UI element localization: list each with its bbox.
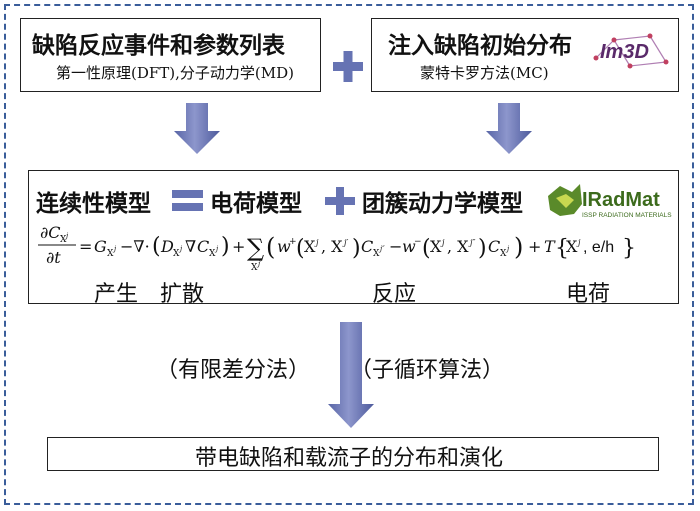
term-reaction-label: 反应 [372,282,417,307]
down-arrow-left-icon [174,103,220,154]
svg-text:w: w [277,237,291,256]
down-arrow-center-icon [328,322,374,428]
initial-distribution-title: 注入缺陷初始分布 [388,32,572,59]
svg-text:X: X [500,249,507,259]
svg-text:, X: , X [321,237,343,256]
svg-text:∇: ∇ [185,237,196,256]
initial-distribution-subtitle: 蒙特卡罗方法(MC) [420,64,549,82]
svg-text:j: j [64,232,69,240]
svg-text:D: D [160,237,174,256]
svg-text:X: X [251,263,258,273]
svg-text:−: − [389,237,402,256]
down-arrow-right-icon [486,103,532,154]
term-generation-label: 产生 [94,282,139,307]
svg-text:(: ( [152,234,161,259]
svg-text:∂C: ∂C [40,223,61,242]
svg-text:X: X [373,249,380,259]
svg-text:−: − [414,237,422,247]
plus-middle-icon [325,187,355,215]
svg-text:j: j [178,245,183,253]
svg-text:j: j [505,245,510,253]
svg-text:G: G [94,237,107,256]
svg-text:): ) [221,234,230,259]
svg-text:∂t: ∂t [46,248,61,267]
plus-icon [333,51,363,82]
iradmat-logo: IRadMat ISSP RADIATION MATERIALS [548,184,672,219]
svg-text:X: X [566,237,578,256]
svg-text:+: + [232,237,245,256]
svg-text:): ) [478,236,487,261]
reaction-params-box [20,18,321,92]
svg-text:}: } [622,236,636,261]
svg-text:+: + [528,237,541,256]
finite-difference-label: （有限差分法） [156,358,311,383]
svg-text:X: X [209,249,216,259]
svg-text:j′: j′ [256,260,262,268]
charge-model-label: 电荷模型 [210,190,302,217]
svg-text:w: w [402,237,416,256]
initial-distribution-box [371,18,679,92]
continuity-model-label: 连续性模型 [36,190,151,217]
svg-text:+: + [289,237,297,247]
svg-text:−∇·: −∇· [120,237,150,256]
svg-text:X: X [60,235,67,245]
svg-text:X: X [173,249,180,259]
svg-text:C: C [361,237,373,256]
svg-text:j″: j″ [468,238,475,247]
term-charge-label: 电荷 [566,282,611,307]
svg-text:(: ( [422,236,431,261]
reaction-params-title: 缺陷反应事件和参数列表 [32,32,285,59]
svg-text:=: = [79,237,92,256]
svg-text:X: X [430,237,442,256]
svg-text:j: j [112,245,117,253]
svg-text:j: j [440,238,445,247]
svg-text:j: j [314,238,319,247]
subcycle-label: （子循环算法） [350,358,505,383]
svg-text:): ) [514,233,523,261]
reaction-params-subtitle: 第一性原理(DFT),分子动力学(MD) [56,64,295,82]
svg-text:T: T [544,237,556,256]
cluster-model-label: 团簇动力学模型 [362,190,523,217]
continuity-equation: ∂C X j ∂t = G X j −∇· ( D X j ∇ C X j ) … [38,223,636,273]
svg-text:j″: j″ [378,245,385,253]
term-diffusion-label: 扩散 [160,282,205,307]
svg-text:, X: , X [447,237,469,256]
im3d-logo: Im3D [593,33,669,69]
svg-text:(: ( [296,236,305,261]
svg-text:{: { [555,236,569,261]
svg-text:IRadMat: IRadMat [582,189,660,211]
svg-text:j: j [576,238,581,247]
svg-text:j: j [214,245,219,253]
svg-text:): ) [352,236,361,261]
svg-text:X: X [304,237,316,256]
svg-text:ISSP RADIATION MATERIALS: ISSP RADIATION MATERIALS [582,212,672,219]
svg-text:∑: ∑ [247,234,264,262]
svg-text:(: ( [266,233,275,261]
svg-text:X: X [107,249,114,259]
svg-text:, e/h: , e/h [583,239,614,256]
result-label: 带电缺陷和载流子的分布和演化 [195,446,504,471]
svg-text:Im3D: Im3D [600,41,649,63]
svg-text:j′: j′ [342,238,348,247]
svg-text:C: C [488,237,500,256]
result-box [47,437,659,471]
svg-text:C: C [197,237,209,256]
equals-icon [172,190,203,211]
dashed-outer-frame [4,4,694,505]
